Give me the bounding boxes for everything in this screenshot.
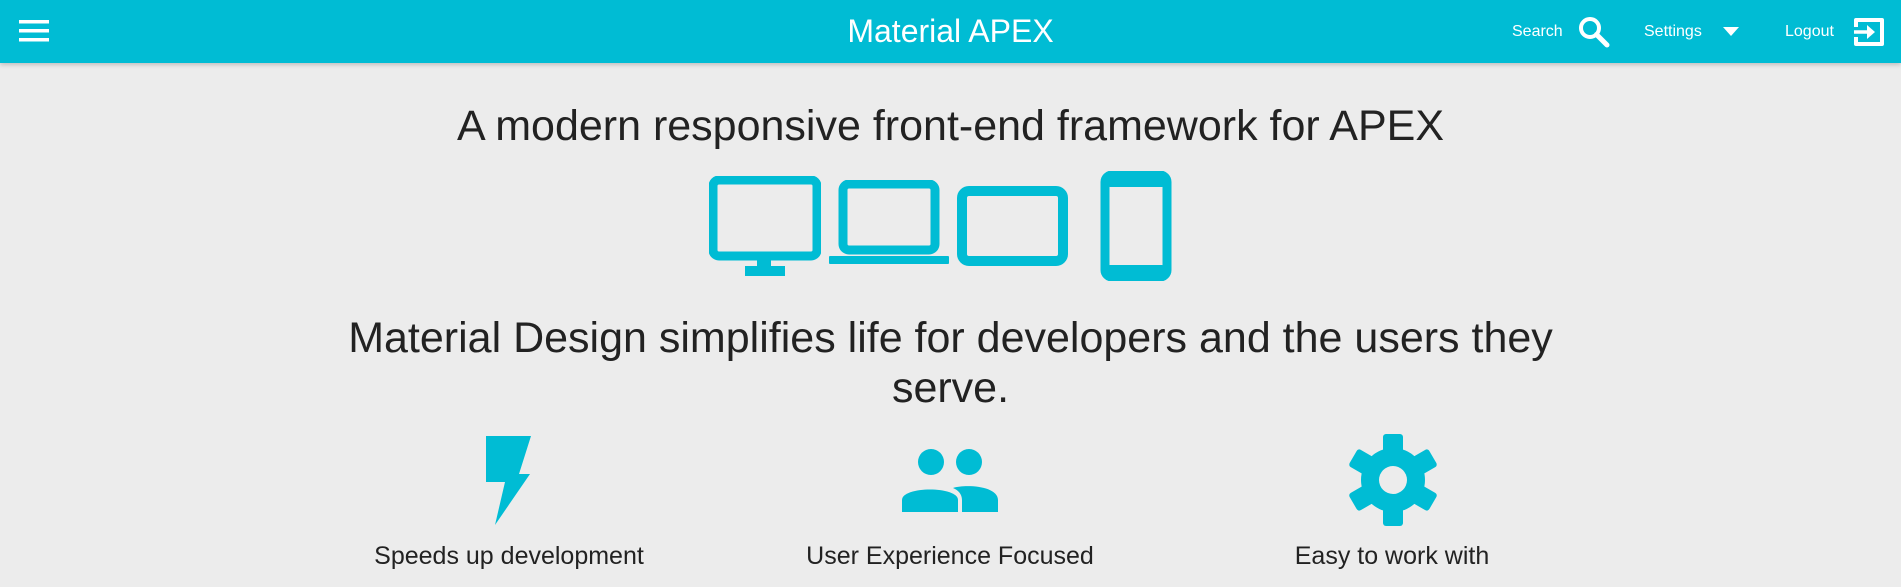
app-header: Material APEX Search Settings Logout [0, 0, 1901, 63]
search-icon [1578, 17, 1610, 48]
search-label: Search [1512, 23, 1563, 40]
settings-label: Settings [1644, 23, 1702, 40]
people-icon [902, 449, 998, 512]
hero-headline: A modern responsive front-end framework … [456, 102, 1445, 150]
device-icons [0, 168, 1901, 286]
logout-label: Logout [1785, 23, 1834, 40]
gear-icon [1349, 434, 1437, 526]
feature-label-speed: Speeds up development [374, 542, 644, 570]
phone-icon [1100, 171, 1172, 281]
feature-label-easy: Easy to work with [1294, 542, 1490, 570]
menu-icon [19, 20, 49, 42]
menu-button[interactable] [10, 9, 58, 53]
hero-subheadline: Material Design simplifies life for deve… [348, 314, 1553, 412]
logout-icon [1853, 18, 1884, 46]
caret-down-icon [1722, 27, 1739, 36]
search-button[interactable]: Search [1512, 10, 1611, 54]
settings-menu[interactable]: Settings [1644, 10, 1746, 54]
tablet-landscape-icon [957, 186, 1068, 266]
logout-button[interactable]: Logout [1785, 10, 1888, 54]
laptop-icon [829, 180, 949, 264]
desktop-icon [709, 176, 821, 276]
app-title: Material APEX [847, 13, 1054, 49]
feature-label-ux: User Experience Focused [806, 542, 1094, 570]
lightning-icon [486, 436, 531, 525]
